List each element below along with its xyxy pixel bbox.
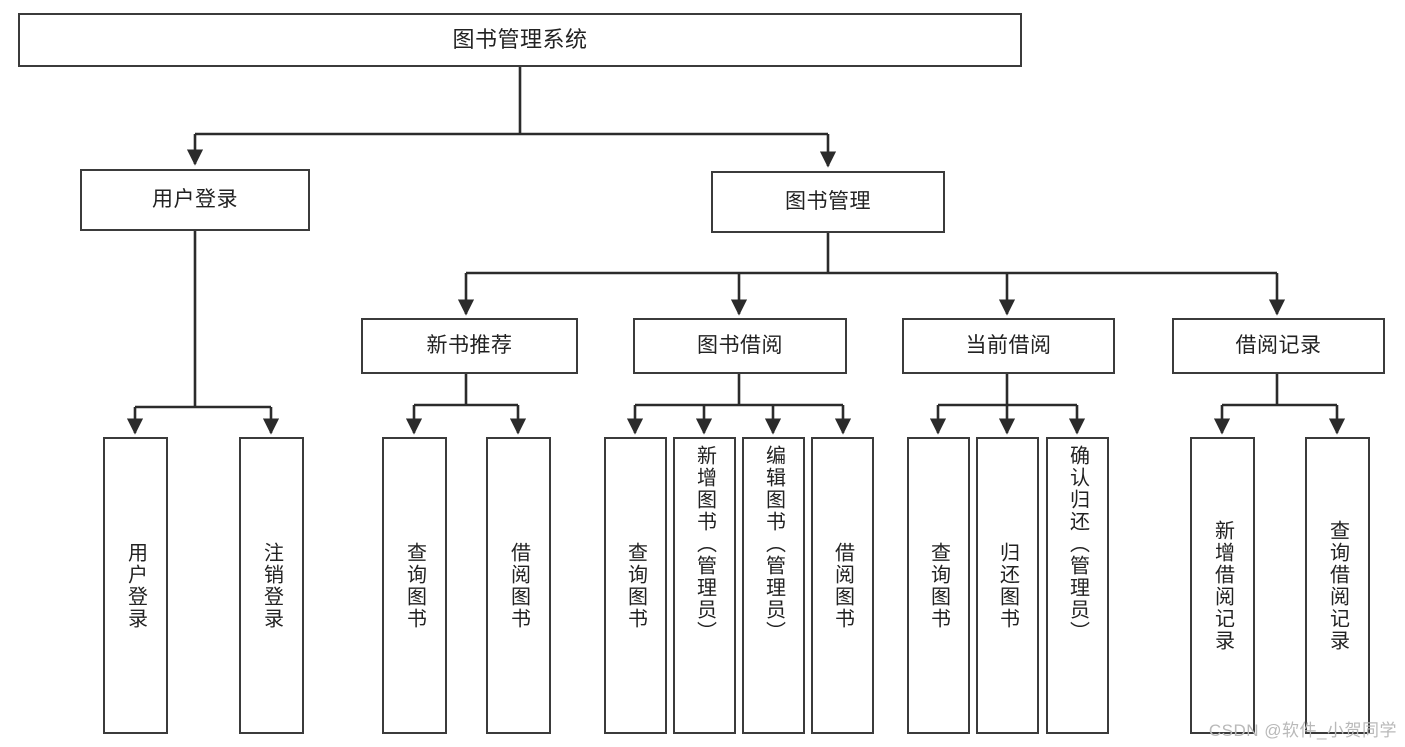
node-user-login-label: 用户登录 [152,187,238,211]
leaf-label: 确认归还（管理员） [1066,445,1089,643]
node-book-borrow-label: 图书借阅 [697,333,783,357]
node-borrow-record[interactable]: 借阅记录 [1172,318,1385,374]
node-root-label: 图书管理系统 [452,27,588,53]
leaf-user-login-1[interactable]: 用户登录 [103,437,168,734]
leaf-label: 查询图书 [624,541,647,630]
leaf-label: 借阅图书 [831,541,854,630]
node-book-manage[interactable]: 图书管理 [711,171,945,233]
leaf-label: 查询借阅记录 [1326,519,1349,652]
leaf-borrow-record-2[interactable]: 查询借阅记录 [1305,437,1370,734]
leaf-book-borrow-1[interactable]: 查询图书 [604,437,667,734]
leaf-current-borrow-2[interactable]: 归还图书 [976,437,1039,734]
node-current-borrow[interactable]: 当前借阅 [902,318,1115,374]
node-user-login[interactable]: 用户登录 [80,169,310,231]
leaf-book-borrow-3[interactable]: 编辑图书（管理员） [742,437,805,734]
leaf-book-borrow-2[interactable]: 新增图书（管理员） [673,437,736,734]
leaf-label: 新增借阅记录 [1211,519,1234,652]
node-new-book-rec-label: 新书推荐 [426,333,513,357]
leaf-current-borrow-3[interactable]: 确认归还（管理员） [1046,437,1109,734]
node-new-book-rec[interactable]: 新书推荐 [361,318,578,374]
node-book-borrow[interactable]: 图书借阅 [633,318,847,374]
leaf-borrow-record-1[interactable]: 新增借阅记录 [1190,437,1255,734]
leaf-label: 注销登录 [260,541,283,630]
leaf-label: 归还图书 [996,541,1019,630]
leaf-user-login-2[interactable]: 注销登录 [239,437,304,734]
node-current-borrow-label: 当前借阅 [965,333,1052,357]
leaf-label: 借阅图书 [507,541,530,630]
leaf-new-book-rec-2[interactable]: 借阅图书 [486,437,551,734]
node-root[interactable]: 图书管理系统 [18,13,1022,67]
leaf-label: 新增图书（管理员） [693,445,716,643]
leaf-new-book-rec-1[interactable]: 查询图书 [382,437,447,734]
leaf-label: 用户登录 [124,541,147,630]
node-borrow-record-label: 借阅记录 [1235,333,1322,357]
leaf-label: 查询图书 [403,541,426,630]
leaf-current-borrow-1[interactable]: 查询图书 [907,437,970,734]
node-book-manage-label: 图书管理 [785,189,871,213]
watermark: CSDN @软件_小贺同学 [1208,721,1397,740]
leaf-label: 编辑图书（管理员） [762,445,785,643]
leaf-label: 查询图书 [927,541,950,630]
leaf-book-borrow-4[interactable]: 借阅图书 [811,437,874,734]
